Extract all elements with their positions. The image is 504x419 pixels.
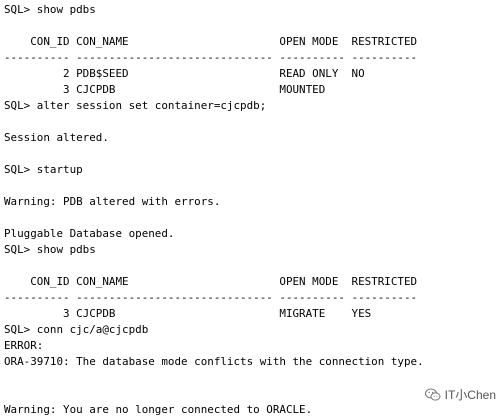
terminal-line: 2 PDB$SEED READ ONLY NO bbox=[4, 67, 365, 80]
terminal-line: CON_ID CON_NAME OPEN MODE RESTRICTED bbox=[4, 275, 418, 288]
terminal-line: CON_ID CON_NAME OPEN MODE RESTRICTED bbox=[4, 35, 418, 48]
terminal-line: 3 CJCPDB MOUNTED bbox=[4, 83, 326, 96]
terminal-line: Warning: PDB altered with errors. bbox=[4, 195, 221, 208]
terminal-line: ---------- -----------------------------… bbox=[4, 51, 418, 64]
terminal-line: SQL> show pdbs bbox=[4, 3, 96, 16]
terminal-line: Session altered. bbox=[4, 131, 109, 144]
wechat-icon bbox=[424, 388, 441, 401]
watermark: IT小Chen bbox=[424, 386, 496, 403]
terminal-line: SQL> conn cjc/a@cjcpdb bbox=[4, 323, 149, 336]
terminal-line: 3 CJCPDB MIGRATE YES bbox=[4, 307, 372, 320]
terminal-line: ---------- -----------------------------… bbox=[4, 291, 418, 304]
watermark-text: IT小Chen bbox=[444, 388, 496, 402]
terminal-line: SQL> alter session set container=cjcpdb; bbox=[4, 99, 267, 112]
terminal-line: ERROR: bbox=[4, 339, 44, 352]
terminal-line: Warning: You are no longer connected to … bbox=[4, 403, 313, 416]
terminal-line: SQL> show pdbs bbox=[4, 243, 96, 256]
terminal-line: ORA-39710: The database mode conflicts w… bbox=[4, 355, 424, 368]
terminal-line: SQL> startup bbox=[4, 163, 83, 176]
terminal-line: Pluggable Database opened. bbox=[4, 227, 175, 240]
